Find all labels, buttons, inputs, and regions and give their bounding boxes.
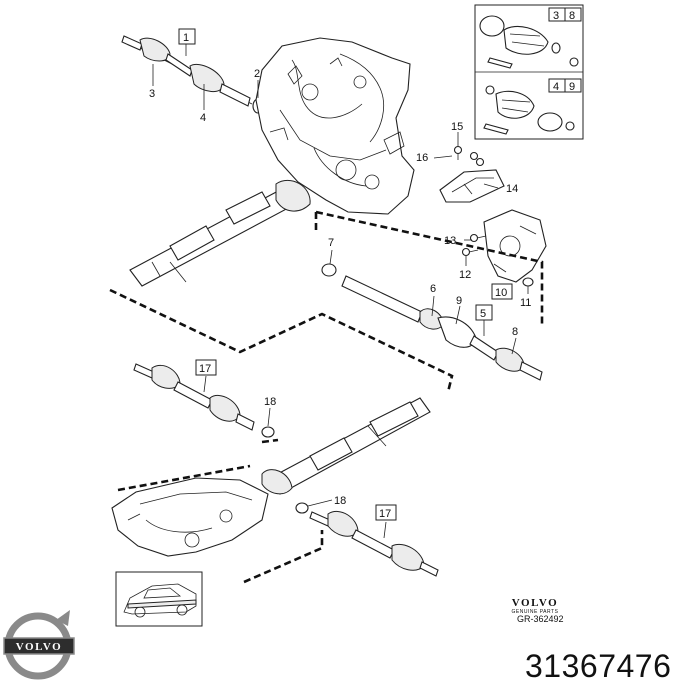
callout-5: 5 — [480, 308, 486, 320]
rear-right-drive-shaft — [309, 510, 439, 577]
volvo-logo: VOLVO — [3, 610, 75, 680]
bolt-15 — [453, 145, 463, 160]
callout-6: 6 — [430, 283, 436, 295]
callout-17-upper: 17 — [199, 363, 211, 375]
callout-7: 7 — [328, 237, 334, 249]
callout-16: 16 — [416, 152, 428, 164]
rear-differential-housing — [111, 477, 269, 557]
inset-label-8: 8 — [569, 10, 575, 22]
callout-4: 4 — [200, 112, 206, 124]
callout-17-lower: 17 — [379, 508, 391, 520]
bolt-16 — [469, 151, 485, 167]
dashed-assembly-outline-upper — [109, 210, 544, 393]
support-bracket-14 — [439, 169, 505, 203]
vehicle-location-inset — [115, 571, 203, 627]
callout-9: 9 — [456, 295, 462, 307]
propeller-shaft-front — [129, 179, 311, 287]
callout-labels: 1 2 3 4 15 16 14 7 13 12 10 11 6 9 5 8 1… — [149, 28, 531, 521]
callout-14: 14 — [506, 183, 518, 195]
front-left-drive-shaft — [121, 35, 253, 107]
inset-label-4: 4 — [553, 81, 559, 93]
callout-15: 15 — [451, 121, 463, 133]
bolt-12 — [461, 247, 479, 257]
callout-18-upper: 18 — [264, 396, 276, 408]
front-right-drive-shaft — [341, 275, 543, 381]
washer-11 — [522, 277, 534, 287]
transmission-housing — [255, 37, 415, 215]
callout-2: 2 — [254, 68, 260, 80]
logo-arrow — [56, 610, 70, 626]
callout-1: 1 — [183, 32, 189, 44]
bearing-bracket-10 — [483, 209, 547, 283]
volvo-wordmark: VOLVO — [511, 597, 559, 609]
brand-block: VOLVO GENUINE PARTS — [490, 597, 580, 616]
seal-7 — [321, 263, 337, 277]
boot-kit-inset: 3 8 4 9 — [474, 4, 584, 140]
callout-18-lower: 18 — [334, 495, 346, 507]
callout-8: 8 — [512, 326, 518, 338]
propeller-shaft-rear — [261, 397, 431, 495]
callout-3: 3 — [149, 88, 155, 100]
seal-18-upper — [261, 426, 275, 438]
seal-18-lower — [295, 502, 309, 514]
callout-10: 10 — [495, 287, 507, 299]
callout-13: 13 — [444, 235, 456, 247]
leader-lines — [152, 44, 529, 539]
bolt-13 — [469, 233, 487, 243]
inset-label-3: 3 — [553, 10, 559, 22]
dashed-assembly-outline-lower — [117, 438, 324, 584]
callout-12: 12 — [459, 269, 471, 281]
diagram-reference: GR-362492 — [517, 614, 564, 624]
logo-wordmark: VOLVO — [16, 641, 62, 653]
rear-left-drive-shaft — [133, 363, 255, 431]
volvo-subtitle: GENUINE PARTS — [511, 609, 559, 615]
part-number: 31367476 — [525, 648, 672, 684]
logo-badge — [3, 637, 75, 655]
callout-11: 11 — [520, 297, 531, 309]
inset-label-9: 9 — [569, 81, 575, 93]
